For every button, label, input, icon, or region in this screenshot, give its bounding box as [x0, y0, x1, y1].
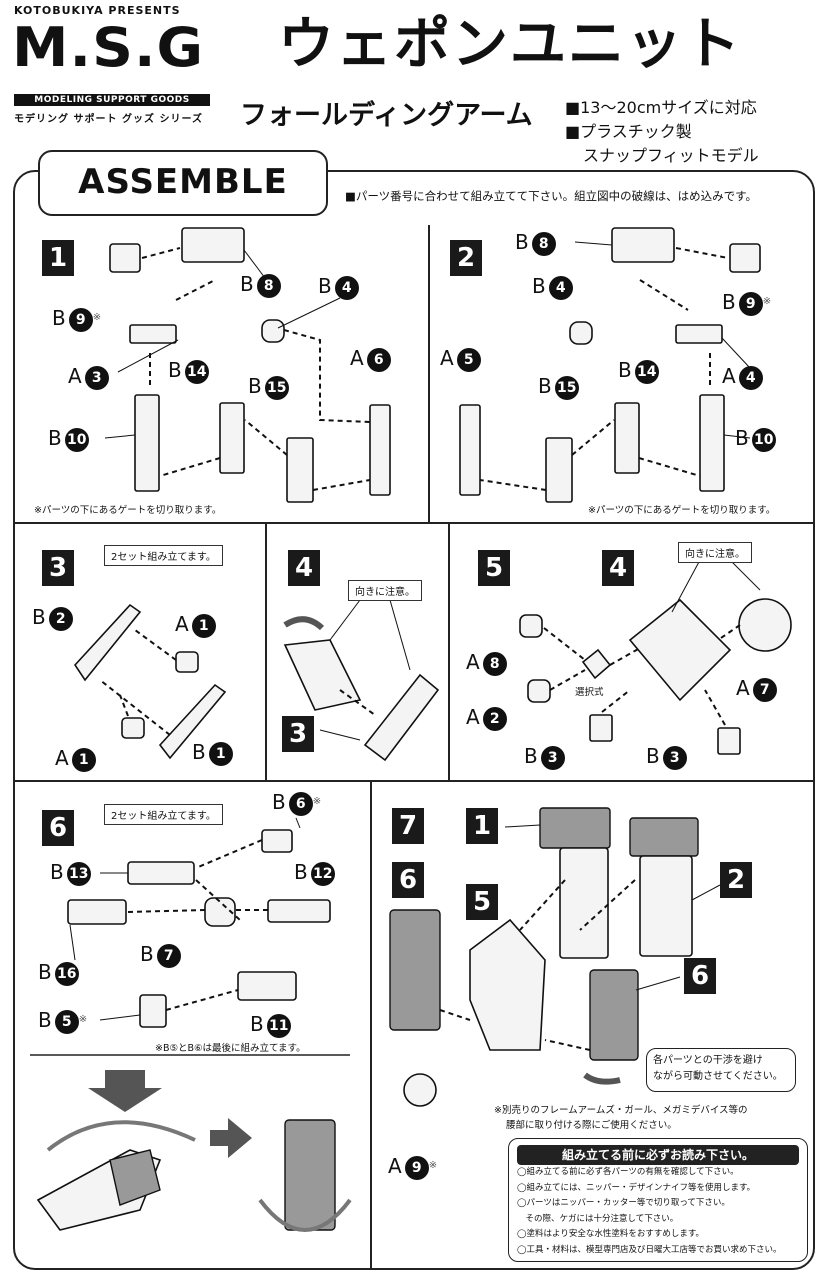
divider-col-3-4 [265, 522, 267, 780]
read-first-item-4: その際、ケガには十分注意して下さい。 [517, 1213, 679, 1224]
spec-model-type: スナップフィットモデル [583, 146, 759, 165]
read-first-item-6: ◯工具・材料は、模型専門店及び日曜大工店等でお買い求め下さい。 [517, 1244, 782, 1255]
step7-diagram [389, 807, 721, 1107]
step5-caution: 向きに注意。 [678, 542, 752, 563]
assemble-note: ■パーツ番号に合わせて組み立てて下さい。組立図中の破線は、はめ込みです。 [345, 189, 757, 203]
step6-number: 6 [42, 810, 74, 846]
instruction-frame [13, 170, 815, 1270]
read-first-heading: 組み立てる前に必ずお読み下さい。 [517, 1145, 799, 1165]
read-first-item-5: ◯塗料はより安全な水性塗料をおすすめします。 [517, 1229, 704, 1239]
divider-row1 [13, 522, 815, 524]
step3-diagram [73, 603, 227, 760]
step6-diagram [67, 817, 331, 1028]
spec-size: ■13〜20cmサイズに対応 [565, 98, 757, 117]
step1-number: 1 [42, 240, 74, 276]
interference-line-1: 各パーツとの干渉を避け [653, 1055, 763, 1066]
step6-folding-illustration [30, 1054, 352, 1232]
step1-diagram [104, 227, 391, 503]
step4-caution: 向きに注意。 [348, 580, 422, 601]
divider-row2 [13, 780, 815, 782]
step2-diagram [459, 227, 761, 503]
step7-number: 7 [392, 808, 424, 844]
step3-set-note: 2セット組み立てます。 [104, 545, 223, 566]
divider-col-1-2 [428, 225, 430, 522]
step5-part-4: 4 [602, 550, 634, 586]
product-subtitle: フォールディングアーム [240, 100, 533, 131]
msg-logo-bar: MODELING SUPPORT GOODS [14, 94, 210, 106]
read-first-item-2: ◯組み立てには、ニッパー・デザインナイフ等を使用します。 [517, 1182, 756, 1193]
step7-part-5: 5 [466, 884, 498, 920]
series-name: モデリング サポート グッズ シリーズ [14, 114, 203, 125]
read-first-box: 組み立てる前に必ずお読み下さい。 ◯組み立てる前に必ず各パーツの有無を確認して下… [508, 1138, 808, 1262]
step6-set-note: 2セット組み立てます。 [104, 804, 223, 825]
step7-part-1: 1 [466, 808, 498, 844]
step4-number: 4 [288, 550, 320, 586]
step7-part-6-right: 6 [684, 958, 716, 994]
assemble-heading: ASSEMBLE [38, 150, 328, 216]
product-title: ウェポンユニット [278, 12, 742, 77]
divider-col-6-7 [370, 780, 372, 1270]
step5-diagram [519, 559, 792, 755]
step3-number: 3 [42, 550, 74, 586]
read-first-item-3: ◯パーツはニッパー・カッター等で切り取って下さい。 [517, 1198, 730, 1208]
interference-line-2: ながら可動させてください。 [653, 1071, 783, 1082]
divider-col-4-5 [448, 522, 450, 780]
spec-material: ■プラスチック製 [565, 122, 692, 141]
step1-gate-note: ※パーツの下にあるゲートを切り取ります。 [34, 505, 222, 516]
step7-interference-note: 各パーツとの干渉を避け ながら可動させてください。 [646, 1048, 796, 1092]
step7-compat-note-2: 腰部に取り付ける際にご使用ください。 [506, 1120, 677, 1131]
step4-part-3: 3 [282, 716, 314, 752]
step7-compat-note-1: ※別売りのフレームアームズ・ガール、メガミデバイス等の [494, 1105, 748, 1116]
step7-part-6-left: 6 [392, 862, 424, 898]
brand-top-text: KOTOBUKIYA PRESENTS [14, 4, 181, 17]
step2-number: 2 [450, 240, 482, 276]
msg-logo: M.S.G [12, 16, 205, 79]
step4-diagram [283, 599, 440, 762]
step2-gate-note: ※パーツの下にあるゲートを切り取ります。 [588, 505, 776, 516]
step6-order-note: ※B⑤とB⑥は最後に組み立てます。 [155, 1043, 306, 1054]
step5-select-label: 選択式 [575, 687, 604, 698]
step5-number: 5 [478, 550, 510, 586]
step7-part-2: 2 [720, 862, 752, 898]
read-first-item-1: ◯組み立てる前に必ず各パーツの有無を確認して下さい。 [517, 1167, 739, 1177]
